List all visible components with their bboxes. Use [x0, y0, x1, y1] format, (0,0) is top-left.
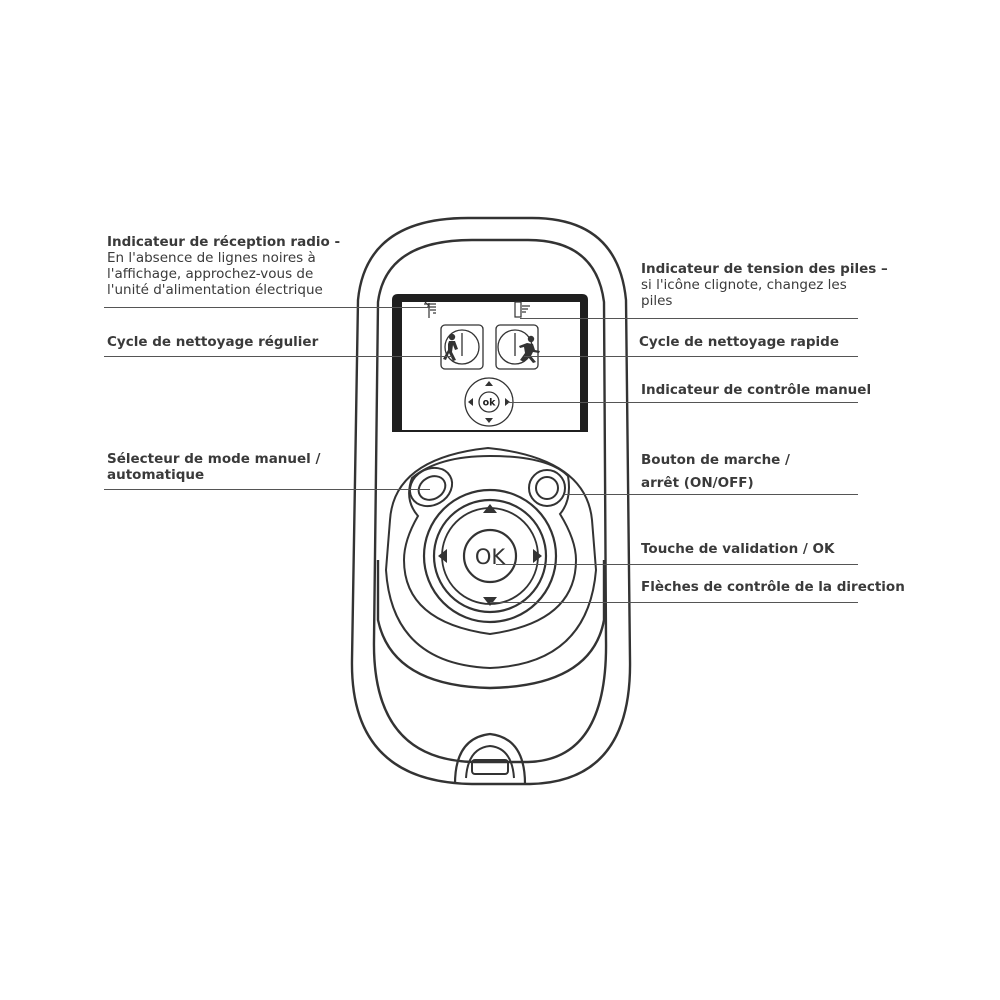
lower-panel-outline [376, 560, 606, 690]
radio-reception-desc-2: l'affichage, approchez-vous de [107, 266, 314, 282]
screen-ok-text: ok [483, 398, 497, 409]
manual-control-label: Indicateur de contrôle manuel [641, 382, 901, 398]
manual-control-title: Indicateur de contrôle manuel [641, 382, 872, 398]
leader-line-regular-cycle [104, 356, 452, 357]
remote-outer-shell [350, 216, 632, 786]
leader-line-mode-selector [104, 489, 430, 490]
leader-line-radio [104, 307, 428, 308]
direction-pad-outer-ring [422, 488, 558, 624]
mode-selector-label: Sélecteur de mode manuel / automatique [107, 451, 347, 483]
arrow-left-icon [438, 549, 447, 563]
control-cluster-housing [402, 454, 578, 636]
leader-line-battery [520, 318, 858, 319]
arrow-down-icon [483, 597, 497, 606]
radio-reception-icon [424, 301, 436, 318]
regular-cycle-label: Cycle de nettoyage régulier [107, 334, 347, 350]
radio-reception-desc-1: En l'absence de lignes noires à [107, 250, 316, 266]
battery-desc-2: piles [641, 293, 673, 309]
fast-cleaning-cycle-icon [495, 324, 540, 370]
leader-line-fast-cycle [524, 356, 858, 357]
ok-key-label: Touche de validation / OK [641, 541, 881, 557]
radio-reception-desc-3: l'unité d'alimentation électrique [107, 282, 323, 298]
direction-arrows-label: Flèches de contrôle de la direction [641, 579, 911, 595]
arrow-right-icon [533, 549, 542, 563]
fast-cycle-title: Cycle de nettoyage rapide [639, 334, 839, 350]
ok-button: OK [462, 528, 518, 584]
on-off-title-2: arrêt (ON/OFF) [641, 475, 754, 491]
on-off-button [528, 469, 566, 507]
on-off-label: Bouton de marche / arrêt (ON/OFF) [641, 452, 861, 491]
battery-desc-1: si l'icône clignote, changez les [641, 277, 847, 293]
mode-selector-title-1: Sélecteur de mode manuel / [107, 451, 321, 467]
leader-line-manual-control [508, 402, 858, 403]
battery-label: Indicateur de tension des piles – si l'i… [641, 261, 901, 309]
arrow-up-icon [483, 504, 497, 513]
radio-reception-title: Indicateur de réception radio - [107, 234, 341, 250]
screen-manual-control-indicator: ok [464, 377, 514, 427]
direction-arrows [438, 504, 542, 606]
leader-line-on-off [565, 494, 858, 495]
manual-auto-mode-selector [408, 466, 454, 508]
regular-cycle-title: Cycle de nettoyage régulier [107, 334, 319, 350]
screen-direction-arrows [468, 381, 510, 423]
leader-line-direction [490, 602, 858, 603]
remote-inner-shell [372, 238, 608, 764]
radio-reception-label: Indicateur de réception radio - En l'abs… [107, 234, 357, 298]
battery-title: Indicateur de tension des piles – [641, 261, 888, 277]
strap-loop [453, 732, 527, 785]
leader-line-ok [496, 564, 858, 565]
direction-arrows-title: Flèches de contrôle de la direction [641, 579, 905, 595]
on-off-title-1: Bouton de marche / [641, 452, 790, 468]
mode-selector-title-2: automatique [107, 467, 205, 483]
fast-cycle-label: Cycle de nettoyage rapide [639, 334, 879, 350]
battery-icon [514, 301, 530, 318]
ok-button-text: OK [475, 545, 507, 569]
ok-key-title: Touche de validation / OK [641, 541, 835, 557]
